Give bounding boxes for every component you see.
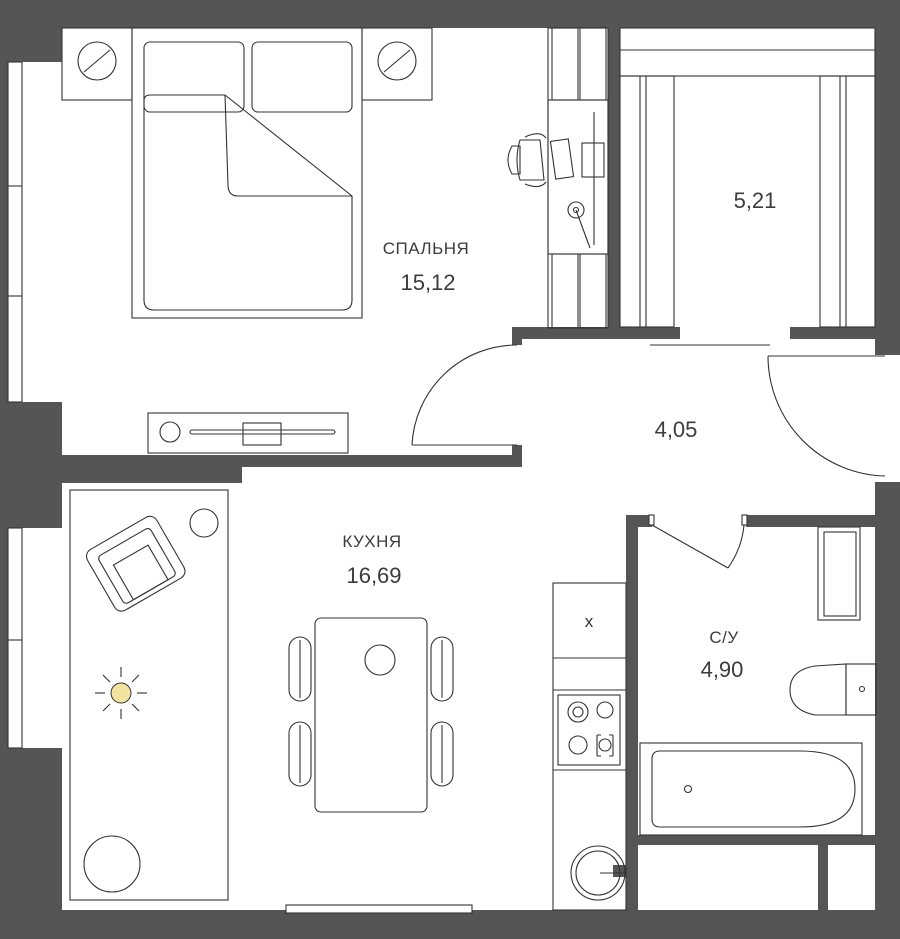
- room-name-kitchen: КУХНЯ: [342, 532, 401, 551]
- door-bedroom: [411, 344, 518, 446]
- room-area-wardrobe: 5,21: [734, 188, 777, 213]
- room-name-bathroom: С/У: [709, 628, 738, 647]
- room-area-kitchen: 16,69: [346, 563, 401, 588]
- window-bottom: [285, 904, 473, 914]
- kitchen-counter: [552, 582, 627, 911]
- bathroom-fixtures: [639, 526, 877, 836]
- room-area-bedroom: 15,12: [400, 270, 455, 295]
- wardrobe-shelves: [619, 27, 876, 346]
- sofa-zone: [69, 489, 229, 901]
- room-name-bedroom: СПАЛЬНЯ: [383, 239, 470, 258]
- bed: [61, 27, 433, 319]
- bathroom-door: [648, 514, 748, 569]
- tv-stand: [147, 412, 349, 454]
- kitchen-module-label: x: [585, 612, 594, 631]
- room-area-bathroom: 4,90: [701, 657, 744, 682]
- door-entrance: [767, 355, 886, 477]
- sun-icon: [95, 667, 147, 719]
- window-left: [7, 61, 23, 749]
- desk-with-chair: [507, 27, 609, 329]
- dining-table: [288, 617, 454, 813]
- room-area-hall: 4,05: [655, 417, 698, 442]
